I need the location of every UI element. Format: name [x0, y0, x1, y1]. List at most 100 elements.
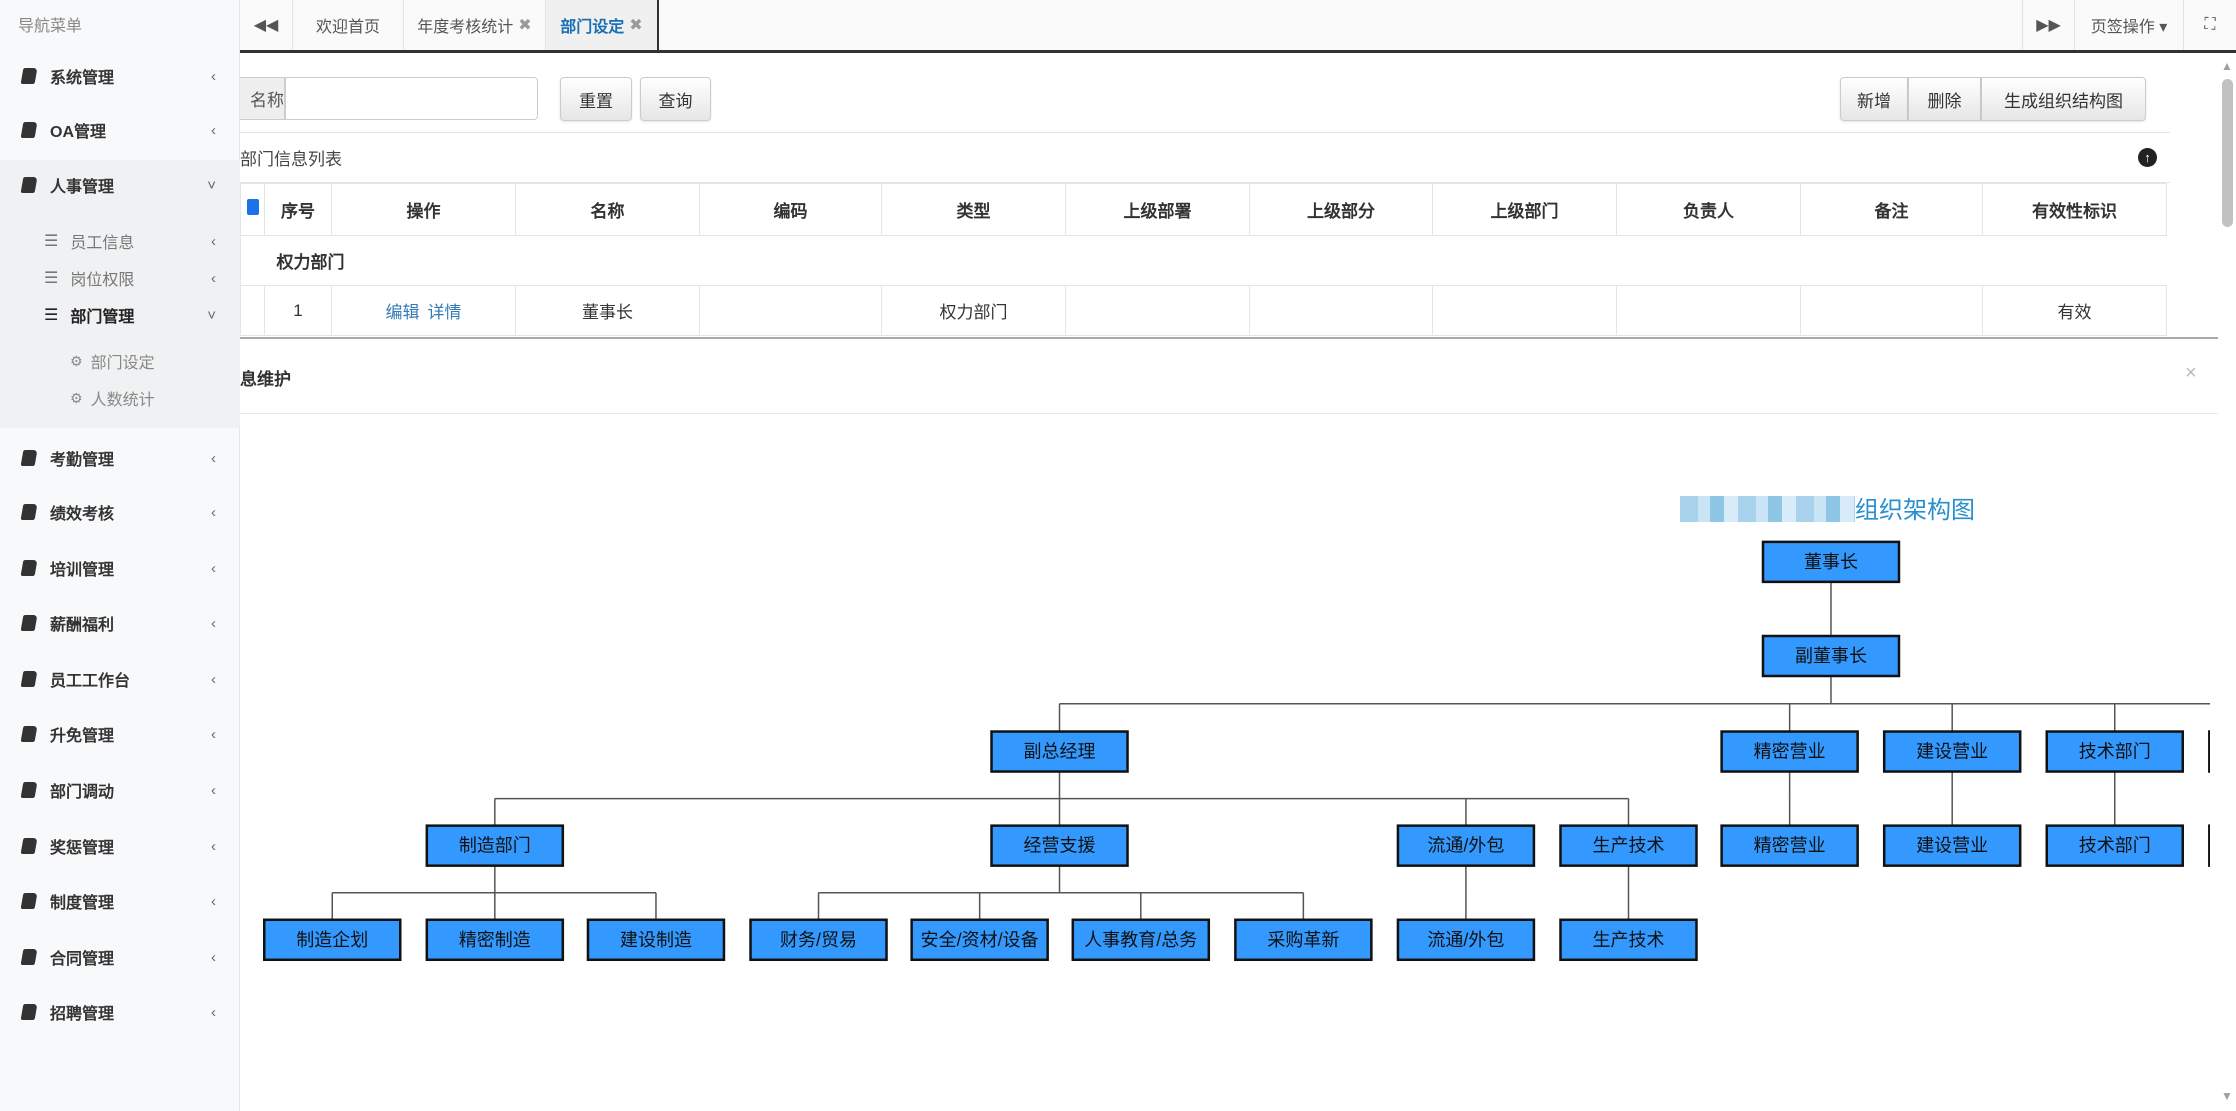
column-header: 类型 [881, 183, 1066, 236]
edit-link[interactable]: 编辑 [385, 303, 420, 322]
chevron-icon: ‹ [211, 503, 216, 521]
org-node[interactable]: 建设制造 [586, 918, 726, 962]
org-chart-svg: 董事长副董事长副总经理制造部门制造企划 精密制造建设制造 经营支援财务/贸易安全/资… [263, 540, 2210, 962]
org-node-box [1882, 730, 2022, 773]
org-node[interactable]: 精密制造 [425, 918, 565, 962]
sidebar-item[interactable]: 员工工作台‹ [0, 657, 240, 701]
tab-scroll-right-button[interactable]: ▶▶ [2022, 0, 2075, 50]
reset-button[interactable]: 重置 [560, 77, 632, 121]
sidebar-item[interactable]: 绩效考核‹ [0, 490, 240, 534]
sidebar-item[interactable]: 合同管理‹ [0, 935, 240, 979]
org-node-label: 建设营业 [1916, 742, 1988, 762]
sidebar-item[interactable]: 薪酬福利‹ [0, 601, 240, 645]
cell-name: 董事长 [515, 285, 700, 336]
tab-welcome[interactable]: 欢迎首页 [293, 0, 404, 50]
org-node[interactable]: 技术部门 [2045, 824, 2185, 867]
sidebar-item[interactable]: 人事管理˅ [0, 163, 240, 207]
sidebar-subitem[interactable]: ☰员工信息‹ [0, 223, 240, 259]
divider [240, 182, 2170, 183]
org-node-label: 副董事长 [1795, 646, 1867, 666]
org-node[interactable]: 生产技术 [1559, 824, 1698, 867]
cell-code [699, 285, 882, 336]
tab-scroll-left-button[interactable]: ◀◀ [240, 0, 293, 50]
sidebar-item[interactable]: 培训管理‹ [0, 546, 240, 590]
org-node[interactable]: 副董事长 [1761, 634, 1901, 678]
org-node-box [1071, 918, 1211, 962]
org-node[interactable]: 精密营业 [1720, 730, 1859, 773]
sidebar-item[interactable]: 考勤管理‹ [0, 436, 240, 480]
panel-close-button[interactable]: × [2185, 362, 2197, 384]
org-node-label: 制造部门 [459, 836, 531, 856]
org-node[interactable] [2208, 824, 2210, 867]
select-all-checkbox[interactable] [240, 183, 265, 236]
org-node[interactable]: 流通/外包 [1396, 824, 1536, 867]
gears-icon: ⚙ [70, 389, 83, 406]
org-node-box [1761, 540, 1901, 584]
chevron-icon: ‹ [211, 67, 216, 85]
tab-annual-review[interactable]: 年度考核统计✖ [404, 0, 546, 50]
book-icon [20, 615, 38, 631]
org-node[interactable]: 制造企划 [263, 918, 402, 962]
sidebar-item[interactable]: 部门调动‹ [0, 768, 240, 812]
org-node[interactable]: 财务/贸易 [749, 918, 888, 962]
close-icon[interactable]: ✖ [518, 17, 532, 34]
sidebar-item[interactable]: OA管理‹ [0, 108, 240, 152]
org-node-label: 生产技术 [1592, 930, 1664, 950]
tab-operations-dropdown[interactable]: 页签操作 ▾ [2075, 0, 2184, 50]
org-node[interactable]: 生产技术 [1559, 918, 1698, 962]
org-node-box [2208, 824, 2210, 867]
sidebar-item[interactable]: 系统管理‹ [0, 54, 240, 98]
org-node[interactable]: 技术部门 [2045, 730, 2185, 773]
org-node[interactable]: 精密营业 [1720, 824, 1859, 867]
org-node-label: 生产技术 [1592, 836, 1664, 856]
org-node[interactable]: 建设营业 [1882, 730, 2022, 773]
row-checkbox[interactable] [240, 285, 265, 336]
sidebar-leaf-item[interactable]: ⚙部门设定 [0, 343, 240, 379]
tab-dept-settings[interactable]: 部门设定✖ [546, 0, 659, 50]
sidebar-subitem[interactable]: ☰岗位权限‹ [0, 260, 240, 296]
org-node[interactable] [2208, 730, 2210, 773]
org-node[interactable]: 制造部门 [425, 824, 565, 867]
list-icon: ☰ [44, 233, 59, 250]
sidebar-item[interactable]: 奖惩管理‹ [0, 824, 240, 868]
sidebar-leaf-item[interactable]: ⚙人数统计 [0, 380, 240, 416]
org-node[interactable]: 经营支援 [990, 824, 1129, 867]
sidebar-item-label: 考勤管理 [50, 452, 115, 469]
org-node-label: 制造企划 [296, 930, 368, 950]
query-button[interactable]: 查询 [640, 77, 711, 121]
fullscreen-button[interactable]: ⛶ [2184, 0, 2236, 50]
vertical-scrollbar[interactable]: ▲ ▼ [2218, 53, 2236, 1111]
column-header: 有效性标识 [1982, 183, 2167, 236]
book-icon [20, 893, 38, 909]
scrollbar-thumb[interactable] [2222, 79, 2233, 227]
search-name-label: 名称 [240, 77, 285, 120]
sidebar-item[interactable]: 制度管理‹ [0, 879, 240, 923]
cell-owner [1616, 285, 1801, 336]
cell-parent-dept [1432, 285, 1617, 336]
org-node[interactable]: 人事教育/总务 [1071, 918, 1211, 962]
column-header: 备注 [1800, 183, 1983, 236]
org-node-box [990, 730, 1129, 773]
org-node[interactable]: 副总经理 [990, 730, 1129, 773]
org-node[interactable]: 建设营业 [1882, 824, 2022, 867]
delete-button[interactable]: 删除 [1908, 77, 1981, 121]
sidebar-item[interactable]: 招聘管理‹ [0, 990, 240, 1034]
scroll-down-icon[interactable]: ▼ [2221, 1089, 2233, 1103]
sidebar-item[interactable]: 升免管理‹ [0, 712, 240, 756]
collapse-up-icon[interactable]: ↑ [2138, 148, 2157, 167]
add-button[interactable]: 新增 [1840, 77, 1908, 121]
chevron-icon: ‹ [211, 559, 216, 577]
close-icon[interactable]: ✖ [629, 17, 643, 34]
sidebar-leaf-label: 部门设定 [90, 355, 155, 372]
org-node[interactable]: 采购革新 [1234, 918, 1373, 962]
org-node[interactable]: 董事长 [1761, 540, 1901, 584]
detail-link[interactable]: 详情 [427, 303, 462, 322]
generate-org-chart-button[interactable]: 生成组织结构图 [1981, 77, 2146, 121]
chevron-icon: ‹ [211, 725, 216, 743]
scroll-up-icon[interactable]: ▲ [2221, 59, 2233, 73]
sidebar-subitem[interactable]: ☰部门管理˅ [0, 297, 240, 333]
org-node[interactable]: 安全/资材/设备 [910, 918, 1049, 962]
org-node[interactable]: 流通/外包 [1396, 918, 1536, 962]
org-node-box [1882, 824, 2022, 867]
search-name-input[interactable] [285, 77, 538, 120]
